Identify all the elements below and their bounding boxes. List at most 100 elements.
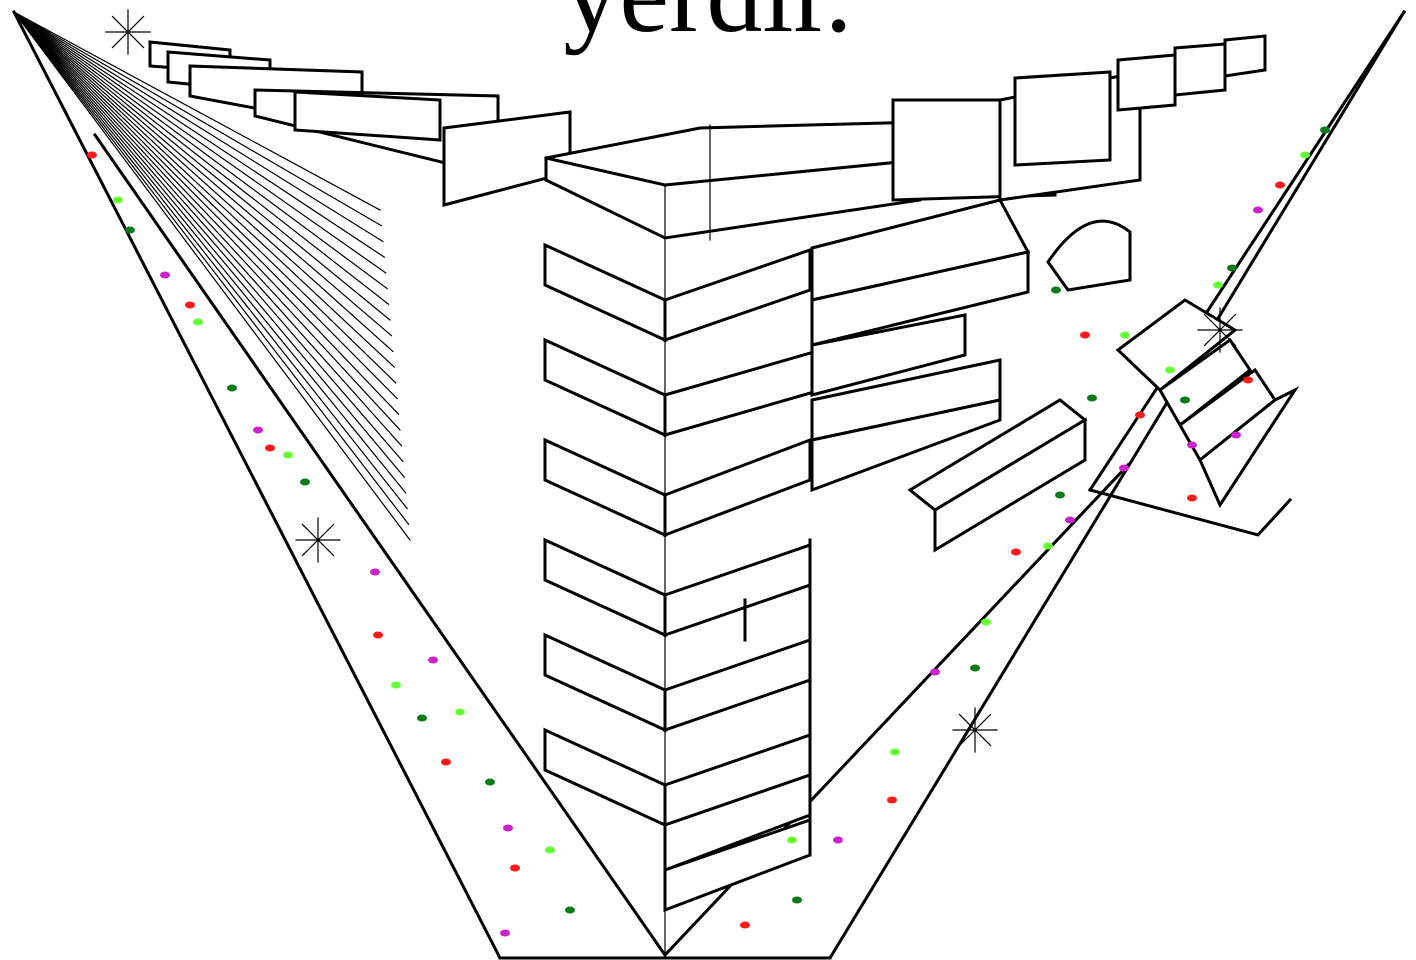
stair-step	[1198, 386, 1300, 509]
roof-block	[1013, 70, 1112, 167]
confetti-dot	[1213, 281, 1223, 289]
confetti-dot	[510, 864, 520, 872]
balcony-slab	[543, 437, 667, 538]
confetti-dot	[283, 451, 293, 459]
confetti-dot	[930, 668, 940, 676]
confetti-dot	[833, 836, 843, 844]
confetti-dot	[87, 151, 97, 159]
confetti-dot	[1011, 548, 1021, 556]
confetti-dot	[373, 631, 383, 639]
perspective-ray	[13, 11, 410, 526]
confetti-dot	[1120, 331, 1130, 339]
confetti-dot	[1135, 411, 1145, 419]
tower-roof	[544, 120, 922, 240]
confetti-dot	[792, 896, 802, 904]
balcony-slab	[663, 542, 812, 638]
tower-roof-edge	[544, 156, 667, 187]
confetti-dot	[185, 301, 195, 309]
left-rooftops	[148, 40, 572, 207]
confetti-dot	[503, 824, 513, 832]
confetti-dot	[1180, 396, 1190, 404]
perspective-ray	[13, 11, 387, 274]
middle-slab	[810, 250, 1030, 347]
tower-roof-edge	[663, 158, 922, 187]
perspective-ray	[13, 11, 408, 510]
confetti-dot	[485, 778, 495, 786]
perspective-ray	[13, 11, 381, 211]
caption-text: yerdir.	[0, 0, 1416, 50]
perspective-ray	[13, 11, 398, 400]
balcony-slab	[543, 537, 667, 638]
perspective-ray	[13, 11, 406, 478]
sparkle-ray	[111, 15, 145, 49]
perspective-ray	[13, 11, 390, 306]
confetti-dot	[545, 846, 555, 854]
confetti-dot	[428, 656, 438, 664]
confetti-dot	[1055, 491, 1065, 499]
right-building	[907, 34, 1300, 553]
stair-step	[1158, 337, 1253, 428]
confetti-dot	[370, 568, 380, 576]
confetti-dot	[417, 714, 427, 722]
perspective-ray	[13, 11, 391, 321]
confetti-dot	[160, 271, 170, 279]
roof-block	[1173, 42, 1227, 97]
confetti-dot	[455, 708, 465, 716]
confetti-dot	[265, 444, 275, 452]
confetti-dot	[500, 929, 510, 937]
middle-slab	[810, 313, 967, 397]
perspective-ray	[13, 11, 383, 227]
confetti-dot	[1187, 441, 1197, 449]
roof-block	[1116, 53, 1177, 112]
confetti-dot	[441, 758, 451, 766]
stair-base	[1088, 488, 1293, 537]
perspective-ray	[13, 11, 397, 384]
confetti-dot	[391, 681, 401, 689]
confetti-dot	[565, 906, 575, 914]
confetti-dots	[87, 126, 1330, 937]
sparkle-ray	[301, 523, 335, 557]
confetti-dot	[981, 618, 991, 626]
balcony-slab	[663, 247, 812, 343]
confetti-dot	[193, 318, 203, 326]
confetti-dot	[1080, 331, 1090, 339]
perspective-ray	[13, 11, 386, 258]
middle-slab	[810, 398, 1002, 493]
perspective-ray	[13, 11, 388, 290]
balcony-slab	[543, 242, 667, 343]
right-sidewalk-edge	[1087, 9, 1407, 493]
confetti-dot	[1227, 264, 1237, 272]
perspective-ray	[13, 11, 401, 431]
confetti-dot	[1087, 394, 1097, 402]
ledge	[933, 417, 1087, 553]
confetti-dot	[970, 664, 980, 672]
confetti-dot	[740, 921, 750, 929]
confetti-dot	[300, 478, 310, 486]
confetti-dot	[253, 426, 263, 434]
confetti-dot	[1165, 366, 1175, 374]
roof-block	[293, 90, 442, 142]
perspective-ray	[13, 11, 411, 541]
sparkle-ray	[958, 713, 992, 747]
perspective-ray	[13, 11, 394, 353]
perspective-ray	[13, 11, 393, 337]
perspective-ray	[13, 11, 404, 463]
balcony-slab	[663, 637, 812, 733]
confetti-dot	[1065, 516, 1075, 524]
confetti-dot	[1043, 542, 1053, 550]
confetti-dot	[1300, 151, 1310, 159]
confetti-dot	[1187, 494, 1197, 502]
balcony-slab	[543, 337, 667, 438]
sparkle-ray	[1203, 313, 1237, 347]
archway	[1046, 219, 1132, 292]
roof-block	[1223, 34, 1267, 78]
perspective-ray	[13, 11, 403, 447]
confetti-dot	[1320, 126, 1330, 134]
confetti-dot	[1051, 286, 1061, 294]
perspective-ray	[13, 11, 384, 243]
confetti-dot	[890, 748, 900, 756]
confetti-dot	[113, 196, 123, 204]
perspective-rays	[13, 11, 411, 541]
confetti-dot	[1275, 181, 1285, 189]
